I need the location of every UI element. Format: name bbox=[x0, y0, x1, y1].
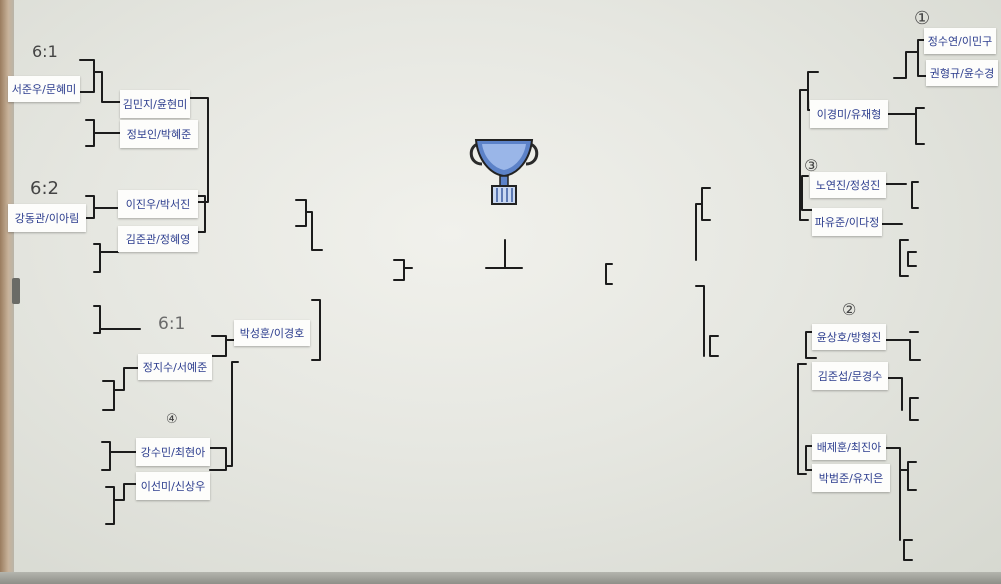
bracket-line bbox=[908, 462, 916, 490]
team-card: 배제훈/최진아 bbox=[812, 434, 886, 460]
bracket-line bbox=[210, 448, 226, 470]
score-label: 6:1 bbox=[158, 314, 185, 334]
team-card: 정수연/이민구 bbox=[924, 28, 996, 54]
group-mark: ④ bbox=[166, 412, 178, 427]
bracket-line bbox=[312, 300, 320, 360]
bracket-line bbox=[912, 182, 918, 208]
bracket-line bbox=[86, 120, 94, 146]
score-label: 6:1 bbox=[32, 42, 58, 61]
bracket-line bbox=[80, 60, 94, 92]
bracket-line bbox=[916, 108, 924, 144]
bracket-line bbox=[696, 286, 704, 356]
team-card: 박성훈/이경호 bbox=[234, 320, 310, 346]
group-mark: ② bbox=[842, 300, 856, 319]
bracket-line bbox=[212, 336, 226, 356]
bracket-line bbox=[103, 381, 114, 410]
bracket-line bbox=[904, 540, 912, 560]
bracket-line bbox=[94, 72, 120, 102]
bracket-line bbox=[114, 484, 138, 500]
team-card: 강동관/이아림 bbox=[8, 204, 86, 232]
bracket-line bbox=[908, 252, 916, 266]
bracket-line bbox=[394, 260, 404, 280]
bracket-line bbox=[702, 188, 710, 220]
bracket-line bbox=[86, 196, 94, 218]
team-card: 서준우/문혜미 bbox=[8, 76, 80, 102]
bracket-line bbox=[226, 362, 238, 466]
trophy-icon bbox=[466, 130, 542, 206]
bracket-line bbox=[94, 244, 100, 272]
team-card: 강수민/최현아 bbox=[136, 438, 210, 466]
bracket-line bbox=[190, 98, 208, 202]
team-card: 파유준/이다정 bbox=[812, 208, 882, 236]
bracket-line bbox=[114, 368, 138, 390]
team-card: 이경미/유재형 bbox=[810, 100, 888, 128]
group-mark: ① bbox=[914, 8, 930, 29]
team-card: 윤상호/방형진 bbox=[812, 324, 886, 350]
team-card: 김준섭/문경수 bbox=[812, 362, 888, 390]
team-card: 정지수/서예준 bbox=[138, 354, 212, 380]
team-card: 이선미/신상우 bbox=[136, 472, 210, 500]
team-card: 박범준/유지은 bbox=[812, 464, 890, 492]
bracket-line bbox=[102, 442, 110, 470]
bracket-line bbox=[798, 364, 806, 474]
bracket-line bbox=[306, 212, 322, 250]
team-card: 이진우/박서진 bbox=[118, 190, 198, 218]
bracket-line bbox=[894, 52, 918, 78]
team-card: 권형규/윤수경 bbox=[926, 60, 998, 86]
bracket-line bbox=[606, 264, 612, 284]
team-card: 김민지/윤현미 bbox=[120, 90, 190, 118]
bracket-line bbox=[910, 398, 918, 420]
bracket-line bbox=[710, 336, 718, 356]
bracket-line bbox=[886, 340, 920, 360]
team-card: 정보인/박혜준 bbox=[120, 120, 198, 148]
team-card: 노연진/정성진 bbox=[810, 172, 886, 198]
bracket-line bbox=[106, 487, 114, 524]
bracket-line bbox=[888, 378, 902, 410]
bracket-line bbox=[296, 200, 306, 226]
bracket-line bbox=[900, 240, 908, 276]
score-label: 6:2 bbox=[30, 178, 59, 199]
team-card: 김준관/정혜영 bbox=[118, 226, 198, 252]
